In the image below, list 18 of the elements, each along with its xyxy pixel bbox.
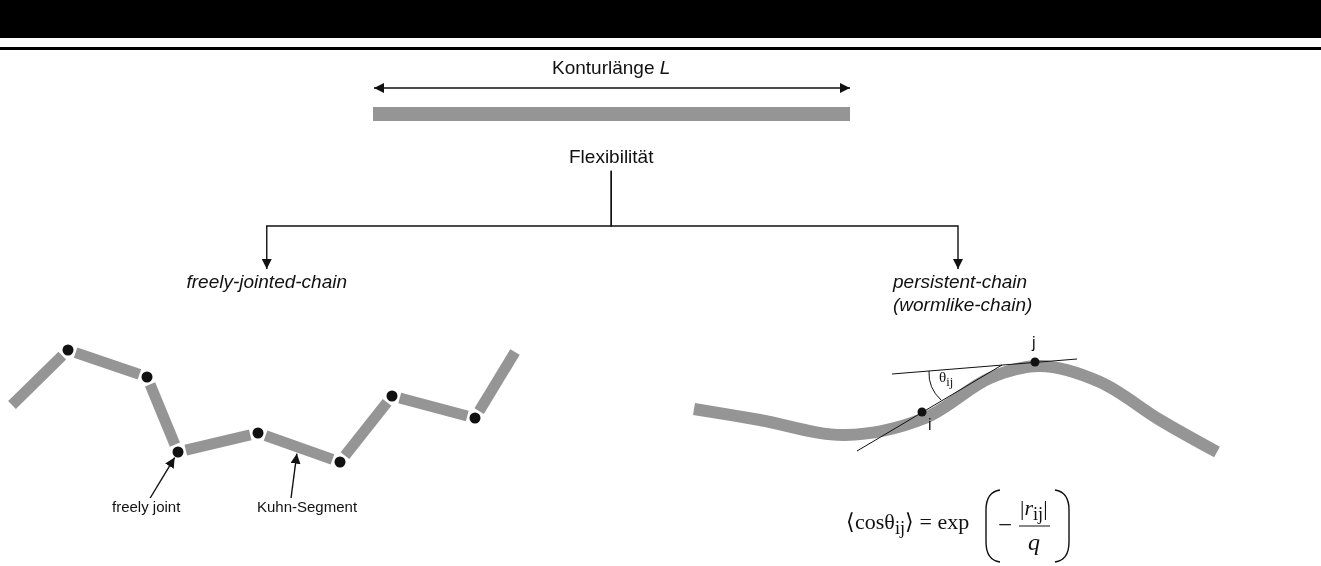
chain-model-label: persistent-chain (wormlike-chain) <box>893 271 1058 317</box>
formula-numerator: |r$_{ij}$| <box>1020 496 1048 525</box>
joint-dot <box>172 446 184 458</box>
point-label: j <box>1032 334 1036 352</box>
formula-text: ⟨cosθ$_{ij}$⟩ = exp <box>846 510 970 539</box>
point-label: i <box>928 416 932 434</box>
minus-sign: − <box>998 511 1013 539</box>
dimension-label: Konturlänge L <box>552 58 671 79</box>
formula-denominator: q <box>1028 529 1040 556</box>
chain-segment <box>263 430 335 465</box>
leader-arrow <box>149 456 176 499</box>
heading-text: Flexibilität <box>569 146 654 169</box>
angle-label: θ$_{ij}$ <box>939 369 954 390</box>
leader-arrow <box>290 452 301 499</box>
branch-arrow <box>610 170 963 270</box>
chain-model-label: freely-jointed-chain <box>186 271 348 294</box>
callout-label: freely joint <box>112 498 181 516</box>
callout-label: Kuhn-Segment <box>257 498 358 516</box>
